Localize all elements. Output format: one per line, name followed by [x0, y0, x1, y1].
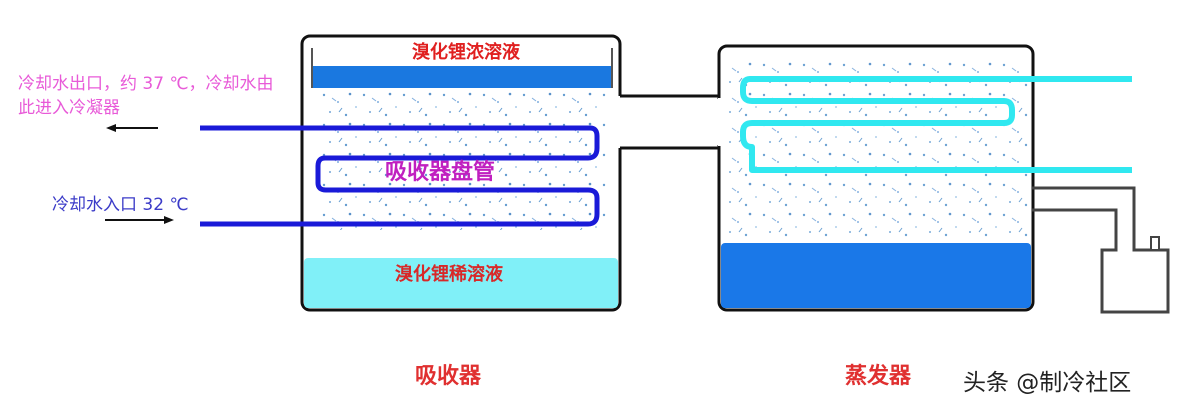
inlet-arrow	[105, 216, 174, 224]
absorber-coil	[200, 125, 600, 227]
evaporator-coil	[740, 76, 1132, 173]
evaporator-title: 蒸发器	[845, 364, 912, 389]
absorber-coil-label: 吸收器盘管	[385, 160, 496, 185]
absorber-title: 吸收器	[415, 364, 482, 389]
dilute-solution-label: 溴化锂稀溶液	[395, 264, 503, 285]
watermark: 头条 @制冷社区	[963, 370, 1132, 396]
outlet-arrow	[106, 124, 158, 132]
cooling-water-outlet-label: 冷却水出口，约 37 ℃，冷却水由此进入冷凝器	[18, 74, 274, 118]
cooling-water-inlet-label: 冷却水入口 32 ℃	[52, 195, 189, 215]
evaporator-vessel	[616, 44, 1170, 314]
concentrated-solution-label: 溴化锂浓溶液	[412, 42, 520, 63]
